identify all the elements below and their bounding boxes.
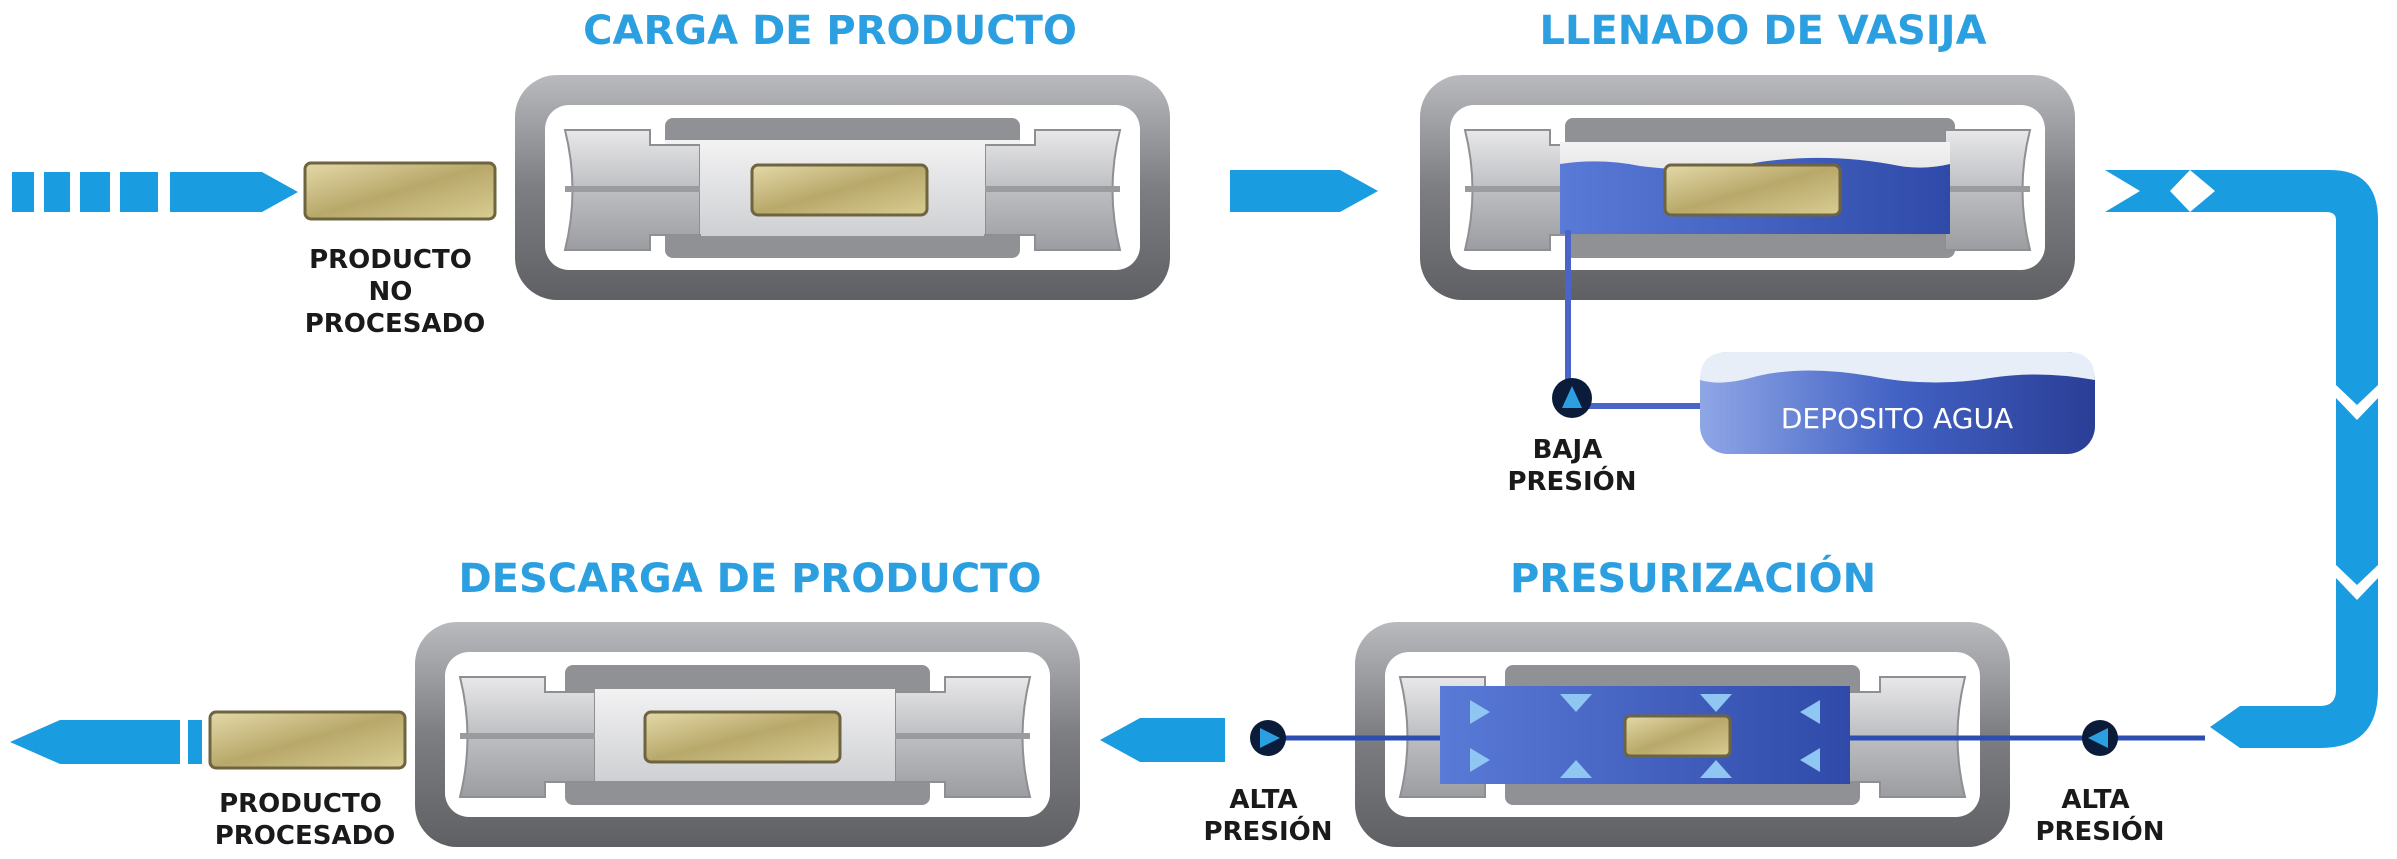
title-llenado: LLENADO DE VASIJA [1539,8,1986,54]
low-pressure-circuit [1552,230,1700,418]
title-presurizacion: PRESURIZACIÓN [1510,554,1876,602]
dashed-input-arrow [12,172,298,212]
label-baja-presion: BAJA PRESIÓN [1507,435,1636,497]
arrow-right-connector [2105,170,2378,748]
water-tank: DEPOSITO AGUA [1700,352,2095,454]
title-carga: CARGA DE PRODUCTO [583,8,1077,54]
vessel-llenado [1420,75,2075,300]
food-pack-llenado [1663,163,1842,217]
title-descarga: DESCARGA DE PRODUCTO [458,556,1041,602]
arrow-presurizacion-to-descarga [1100,718,1225,762]
label-alta-presion-right: ALTA PRESIÓN [2035,785,2164,847]
high-pressure-left [1250,720,1440,756]
label-procesado: PRODUCTO PROCESADO [215,789,396,851]
food-pack-descarga [643,710,842,764]
down-chevrons [2336,385,2378,600]
vessel-descarga [415,622,1080,847]
vessel-carga [515,75,1170,300]
arrow-carga-to-llenado [1230,170,1378,212]
high-pressure-right [1850,720,2205,756]
food-pack-output [208,710,407,770]
tank-label: DEPOSITO AGUA [1781,402,2013,435]
food-pack-presurizacion [1623,714,1732,758]
label-alta-presion-left: ALTA PRESIÓN [1203,785,1332,847]
vessel-presurizacion [1355,622,2010,847]
output-arrow [10,720,202,764]
food-pack-carga [750,163,929,217]
label-no-procesado: PRODUCTO NO PROCESADO [305,245,486,339]
food-pack-input [303,161,497,221]
